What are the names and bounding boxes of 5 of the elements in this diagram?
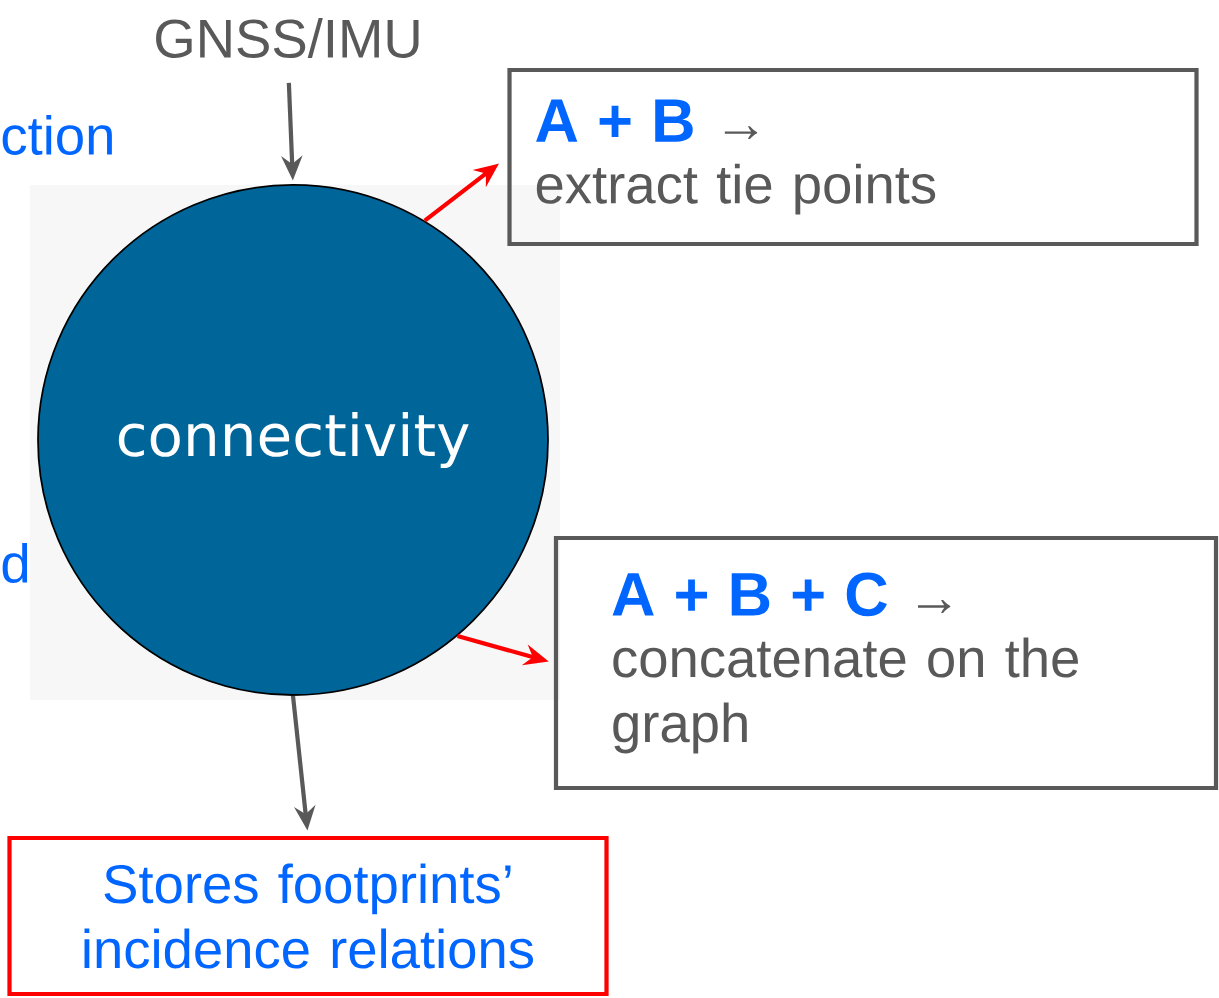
input-label: GNSS/IMU <box>156 17 419 58</box>
output-box: A + B + C → concatenate on the graph <box>553 535 1219 791</box>
result-box: Stores footprints’ incidence relations <box>7 835 609 997</box>
partial-label: ction <box>2 114 112 155</box>
output-box: A + B → extract tie points <box>507 67 1199 247</box>
